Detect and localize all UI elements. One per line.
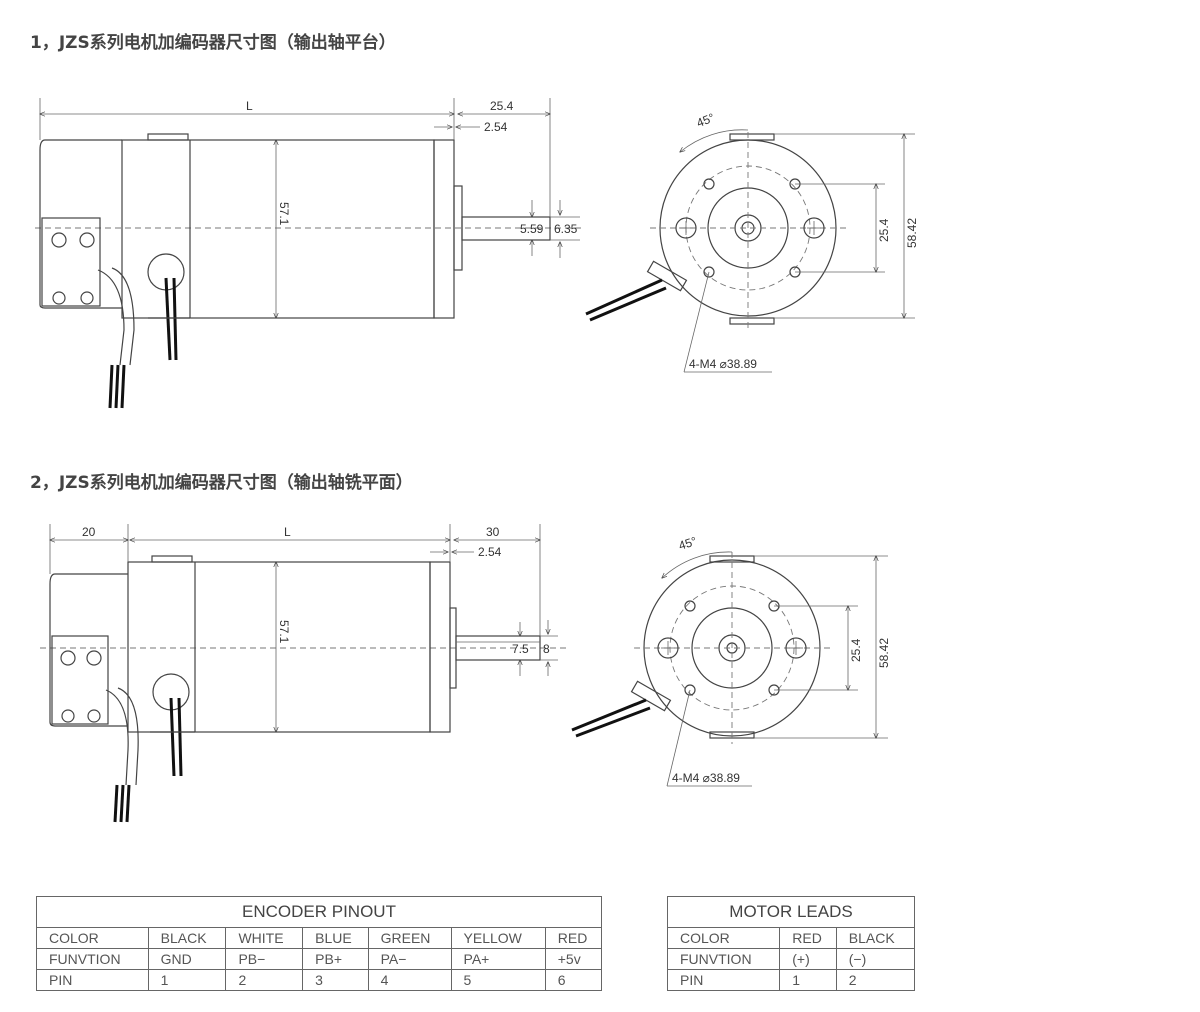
table-cell: FUNVTION — [666, 948, 781, 970]
table-cell: PB− — [225, 948, 304, 970]
encoder-table-caption: ENCODER PINOUT — [36, 896, 602, 928]
table-row: PIN 1 2 — [666, 969, 916, 991]
table-cell: 1 — [779, 969, 837, 991]
table-cell: 1 — [147, 969, 227, 991]
table-cell: GREEN — [367, 927, 452, 949]
dim-L-2: L — [284, 525, 291, 539]
table-cell: FUNVTION — [36, 948, 149, 970]
dim-shaft-dia-1: 6.35 — [554, 222, 578, 236]
table-cell: PIN — [36, 969, 149, 991]
table-cell: +5v — [544, 948, 603, 970]
table-row: COLOR RED BLACK — [666, 927, 916, 949]
dim-angle-2: 45° — [677, 534, 699, 553]
table-cell: COLOR — [36, 927, 149, 949]
table-cell: PA+ — [450, 948, 546, 970]
dim-holes-2: 4-M4 ⌀38.89 — [672, 771, 740, 785]
dim-angle-1: 45° — [695, 110, 717, 130]
dim-bolt-1: 25.4 — [877, 218, 891, 242]
table-cell: 3 — [302, 969, 369, 991]
table-row: PIN 1 2 3 4 5 6 — [36, 969, 603, 991]
dim-flat-2: 7.5 — [512, 642, 529, 656]
motor-leads-table: MOTOR LEADS COLOR RED BLACK FUNVTION (+)… — [666, 896, 916, 991]
table-cell: 6 — [544, 969, 603, 991]
table-cell: PA− — [367, 948, 452, 970]
motor-table-caption: MOTOR LEADS — [667, 896, 915, 928]
dim-body-2: 57.1 — [277, 620, 291, 644]
table-cell: PIN — [666, 969, 781, 991]
table-cell: 2 — [835, 969, 916, 991]
table-row: FUNVTION (+) (−) — [666, 948, 916, 970]
side-view-1: L 25.4 2.54 57.1 5.59 6.35 — [35, 98, 585, 409]
table-row: COLOR BLACK WHITE BLUE GREEN YELLOW RED — [36, 927, 603, 949]
table-cell: (−) — [835, 948, 916, 970]
table-cell: 2 — [225, 969, 304, 991]
table-cell: COLOR — [666, 927, 781, 949]
table-cell: BLACK — [835, 927, 916, 949]
dim-holes-1: 4-M4 ⌀38.89 — [689, 357, 757, 371]
dim-body-1: 57.1 — [277, 202, 291, 226]
table-cell: BLUE — [302, 927, 369, 949]
dim-outer-2: 58.42 — [877, 638, 891, 668]
dim-flange-2: 2.54 — [478, 545, 502, 559]
section2-title: 2，JZS系列电机加编码器尺寸图（输出轴铣平面） — [30, 473, 413, 493]
dim-outer-1: 58.42 — [905, 218, 919, 248]
table-cell: RED — [544, 927, 603, 949]
table-cell: YELLOW — [450, 927, 546, 949]
front-view-1: 45° 25.4 58.42 4-M4 ⌀38.89 — [585, 110, 919, 373]
table-cell: BLACK — [147, 927, 227, 949]
encoder-pinout-table: ENCODER PINOUT COLOR BLACK WHITE BLUE GR… — [36, 896, 603, 991]
table-row: FUNVTION GND PB− PB+ PA− PA+ +5v — [36, 948, 603, 970]
dim-shaft-len-2: 30 — [486, 525, 500, 539]
table-cell: WHITE — [225, 927, 304, 949]
table-cell: (+) — [779, 948, 837, 970]
dim-shaft-dia-2: 8 — [543, 642, 550, 656]
dim-bolt-2: 25.4 — [849, 638, 863, 662]
dim-shaft-len-1: 25.4 — [490, 99, 514, 113]
dim-encoder-2: 20 — [82, 525, 96, 539]
section1-title: 1，JZS系列电机加编码器尺寸图（输出轴平台） — [30, 33, 396, 53]
table-cell: RED — [779, 927, 837, 949]
dim-L-1: L — [246, 99, 253, 113]
dim-flange-1: 2.54 — [484, 120, 508, 134]
table-cell: GND — [147, 948, 227, 970]
side-view-2: 20 L 30 2.54 57.1 7.5 8 — [40, 524, 570, 823]
table-cell: 5 — [450, 969, 546, 991]
front-view-2: 45° 25.4 58.42 4-M4 ⌀38.89 — [571, 534, 891, 787]
dim-flat-1: 5.59 — [520, 222, 544, 236]
table-cell: PB+ — [302, 948, 369, 970]
table-cell: 4 — [367, 969, 452, 991]
